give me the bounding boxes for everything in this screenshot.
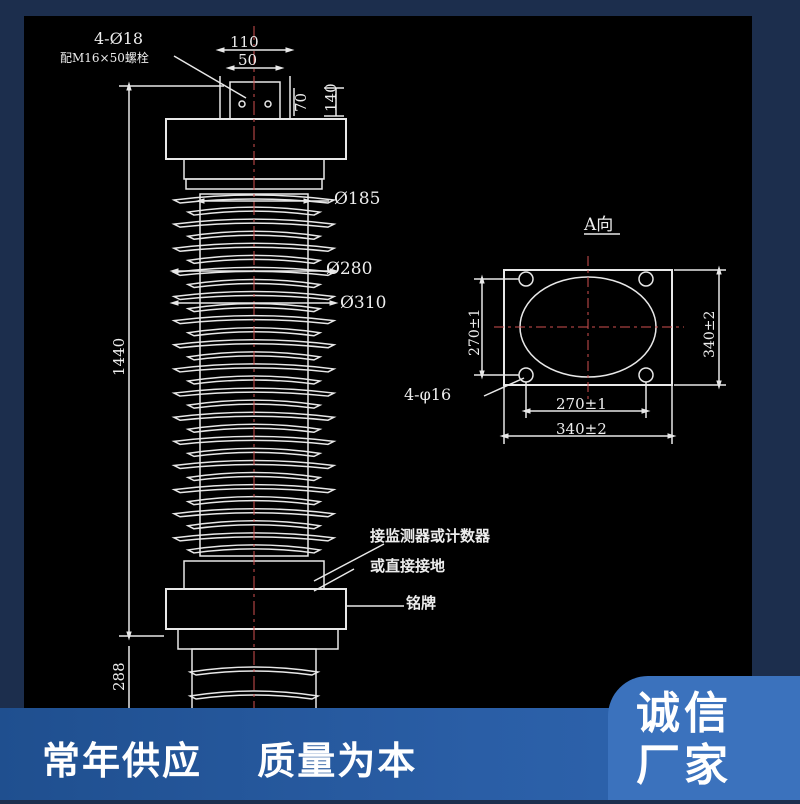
view-a-outer-h-label: 340±2	[702, 311, 718, 358]
arrester-body	[165, 118, 347, 710]
dim-140-label: 140	[322, 83, 340, 112]
insulator-shed	[171, 290, 337, 301]
insulator-shed	[185, 206, 323, 216]
badge-line-2: 厂家	[636, 740, 732, 791]
insulator-shed	[187, 666, 321, 676]
insulator-shed	[185, 447, 323, 458]
dia-280-label: Ø280	[326, 259, 372, 279]
dia-185-label: Ø185	[334, 189, 380, 209]
view-a-outer-w-label: 340±2	[556, 420, 607, 438]
insulator-shed	[171, 387, 337, 397]
insulator-shed	[185, 520, 323, 530]
insulator-shed	[185, 278, 323, 289]
insulator-shed	[185, 471, 323, 482]
insulator-shed	[171, 483, 337, 494]
view-a-inner-w-label: 270±1	[556, 395, 607, 413]
insulator-shed	[187, 690, 321, 700]
view-a-title: A向	[583, 215, 613, 235]
slogan-quality: 质量为本	[257, 739, 418, 783]
insulator-shed	[171, 411, 337, 421]
insulator-shed	[171, 242, 337, 253]
insulator-shed	[171, 532, 337, 542]
insulator-shed	[171, 508, 337, 518]
insulator-shed	[185, 326, 323, 337]
note-ground-label: 或直接接地	[370, 557, 445, 575]
dim-bottom-label: 288	[110, 662, 128, 691]
dia-310-label: Ø310	[340, 293, 386, 313]
insulator-shed	[185, 230, 323, 240]
view-a-holes-label: 4-φ16	[404, 385, 451, 404]
trust-badge-text: 诚信 厂家	[636, 688, 766, 792]
insulator-shed	[171, 339, 337, 349]
note-nameplate-label: 铭牌	[406, 594, 436, 612]
insulator-shed	[171, 218, 337, 228]
note-counter-label: 接监测器或计数器	[370, 527, 491, 545]
insulator-shed	[185, 399, 323, 409]
dim-50-label: 50	[238, 51, 257, 69]
insulator-shed	[171, 435, 337, 446]
view-a	[474, 233, 726, 444]
top-bolt-note-label: 配M16×50螺栓	[60, 50, 149, 65]
insulator-shed	[185, 254, 323, 265]
insulator-shed	[185, 423, 323, 434]
top-terminal	[173, 47, 344, 120]
insulator-shed	[185, 495, 323, 506]
top-flange	[165, 118, 347, 160]
bottom-flange	[165, 588, 347, 630]
top-hole-spec-label: 4-Ø18	[94, 29, 143, 48]
insulator-shed	[171, 363, 337, 373]
insulator-shed	[185, 351, 323, 361]
promo-slogans: 常年供应 质量为本	[42, 730, 457, 785]
slogan-supply: 常年供应	[42, 739, 203, 783]
arrester-drawing: 4-Ø18 配M16×50螺栓 110 50 70 140 1440 288 Ø…	[24, 16, 752, 800]
insulator-shed	[185, 375, 323, 385]
dim-110-label: 110	[230, 33, 259, 51]
dim-total-height-label: 1440	[110, 338, 128, 376]
insulator-shed	[171, 314, 337, 325]
insulator-shed	[185, 544, 323, 554]
insulator-shed	[171, 459, 337, 470]
dim-70-label: 70	[292, 93, 310, 112]
view-a-inner-h-label: 270±1	[467, 309, 483, 356]
trust-badge	[608, 676, 800, 800]
badge-line-1: 诚信	[636, 688, 732, 739]
